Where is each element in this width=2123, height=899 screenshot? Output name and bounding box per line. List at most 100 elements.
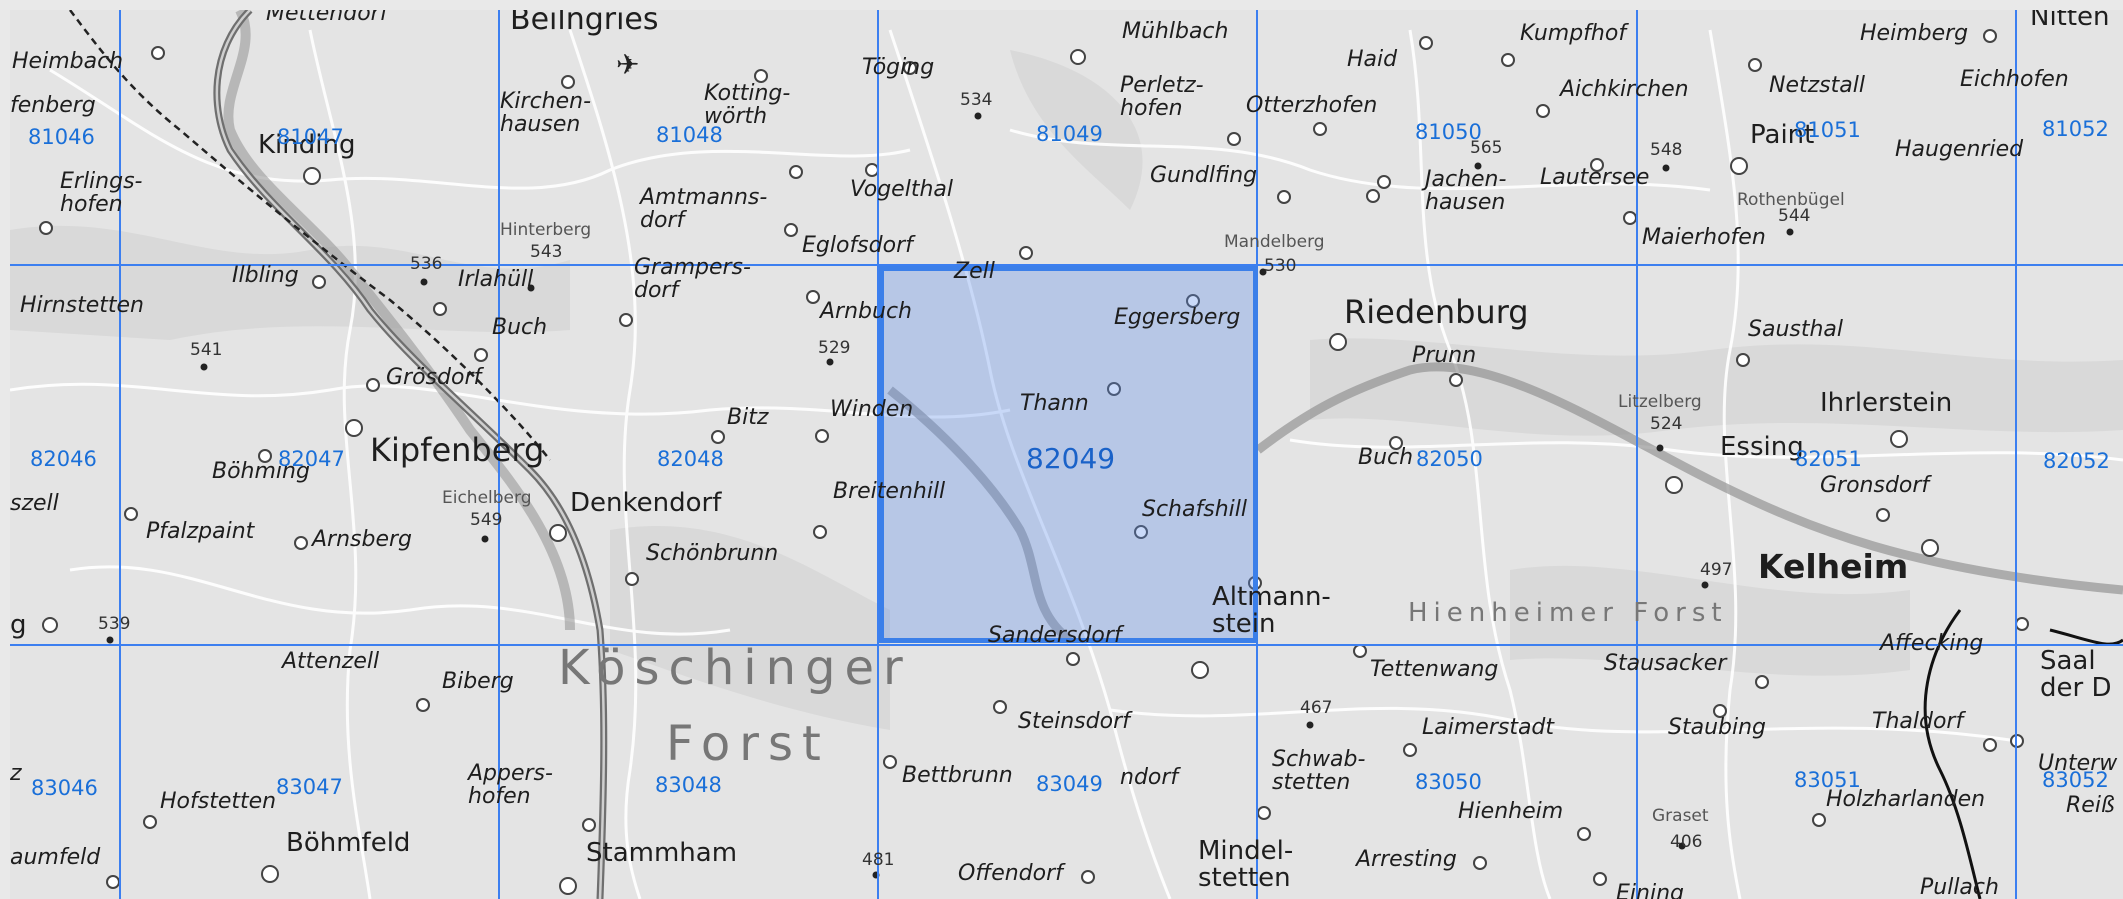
place-label: Nitten bbox=[2030, 10, 2110, 32]
elevation-label: 529 bbox=[818, 338, 851, 358]
river-main bbox=[887, 362, 2123, 644]
grid-cell-label[interactable]: 82047 bbox=[278, 447, 345, 471]
grid-cell-label[interactable]: 83049 bbox=[1036, 772, 1103, 796]
selected-grid-cell[interactable] bbox=[879, 266, 1258, 643]
grid-cell-label[interactable]: 83047 bbox=[276, 775, 343, 799]
grid-line bbox=[10, 264, 2123, 266]
elevation-label: 541 bbox=[190, 340, 223, 360]
place-label: Hirnstetten bbox=[20, 293, 144, 318]
place-label: Kinding bbox=[258, 130, 356, 160]
place-label: Prunn bbox=[1412, 343, 1477, 368]
place-label: Zell bbox=[954, 259, 995, 284]
place-label: Bettbrunn bbox=[902, 763, 1013, 788]
place-label: Offendorf bbox=[958, 861, 1063, 886]
place-label: Denkendorf bbox=[570, 488, 722, 518]
place-label: Mühlbach bbox=[1122, 19, 1229, 44]
forest-label: Forst bbox=[666, 716, 830, 772]
place-label: Beilngries bbox=[510, 10, 659, 37]
grid-line bbox=[119, 10, 121, 899]
elevation-label: 539 bbox=[98, 614, 131, 634]
field-label: Litzelberg bbox=[1618, 392, 1702, 412]
place-label: Paint bbox=[1750, 120, 1815, 150]
place-label: Stausacker bbox=[1604, 651, 1727, 676]
place-label: Schönbrunn bbox=[646, 541, 779, 566]
place-label: Haugenried bbox=[1895, 137, 2024, 162]
place-label: Arresting bbox=[1356, 847, 1457, 872]
place-label: Saal der D bbox=[2040, 646, 2112, 704]
grid-line bbox=[1636, 10, 1638, 899]
place-label: Eglofsdorf bbox=[802, 233, 913, 258]
airport-icon: ✈ bbox=[616, 48, 640, 81]
elevation-label: 530 bbox=[1264, 256, 1297, 276]
place-label: Thann bbox=[1020, 391, 1089, 416]
place-label: Bitz bbox=[727, 405, 769, 430]
field-label: Eichelberg bbox=[442, 488, 532, 508]
place-label: Kelheim bbox=[1758, 547, 1909, 586]
forest-label: Köschinger bbox=[558, 640, 912, 696]
place-label: Eining bbox=[1616, 881, 1684, 899]
place-label: Arnbuch bbox=[820, 299, 912, 324]
place-label: Gundlfing bbox=[1150, 163, 1258, 188]
place-label: Kumpfhof bbox=[1520, 21, 1627, 46]
grid-cell-label[interactable]: 83046 bbox=[31, 776, 98, 800]
place-label: Stammham bbox=[586, 838, 738, 868]
place-label: Sandersdorf bbox=[988, 623, 1122, 648]
grid-cell-label[interactable]: 83052 bbox=[2042, 768, 2109, 792]
grid-cell-label[interactable]: 82048 bbox=[657, 447, 724, 471]
place-label: Otterzhofen bbox=[1246, 93, 1378, 118]
grid-line bbox=[498, 10, 500, 899]
place-label: aumfeld bbox=[10, 845, 101, 870]
grid-cell-label[interactable]: 83051 bbox=[1794, 768, 1861, 792]
place-label: szell bbox=[10, 491, 59, 516]
map-viewport[interactable]: ✈ Mettendorf Beilngries Mühlbach Haid Ku… bbox=[10, 10, 2123, 899]
railway-kelheim bbox=[1923, 609, 1982, 899]
place-label: Kirchen- hausen bbox=[500, 89, 592, 138]
grid-cell-label[interactable]: 81047 bbox=[277, 125, 344, 149]
place-label: Amtmanns- dorf bbox=[640, 185, 768, 234]
place-label: Jachen- hausen bbox=[1425, 167, 1507, 216]
place-label: Essing bbox=[1720, 432, 1804, 462]
place-label: Steinsdorf bbox=[1018, 709, 1130, 734]
grid-cell-label[interactable]: 81050 bbox=[1415, 120, 1482, 144]
place-label: Aichkirchen bbox=[1560, 77, 1689, 102]
grid-cell-label[interactable]: 81051 bbox=[1794, 118, 1861, 142]
grid-cell-label[interactable]: 82050 bbox=[1416, 447, 1483, 471]
place-label: Sausthal bbox=[1748, 317, 1844, 342]
grid-cell-label[interactable]: 83050 bbox=[1415, 770, 1482, 794]
place-label: Altmann- stein bbox=[1212, 582, 1331, 640]
grid-line bbox=[2015, 10, 2017, 899]
grid-cell-label[interactable]: 81052 bbox=[2042, 117, 2109, 141]
place-label: Gronsdorf bbox=[1820, 473, 1930, 498]
grid-cell-label[interactable]: 81049 bbox=[1036, 122, 1103, 146]
river-altmuehl bbox=[223, 10, 575, 631]
grid-cell-label[interactable]: 82052 bbox=[2043, 449, 2110, 473]
grid-cell-label[interactable]: 82046 bbox=[30, 447, 97, 471]
grid-line bbox=[877, 10, 879, 899]
place-label: z bbox=[10, 761, 22, 786]
place-label: Hofstetten bbox=[160, 789, 277, 814]
place-label: Perletz- hofen bbox=[1120, 73, 1204, 122]
place-label: Mettendorf bbox=[266, 10, 388, 26]
grid-cell-label[interactable]: 83048 bbox=[655, 773, 722, 797]
railway bbox=[69, 10, 551, 461]
place-label: Reiß bbox=[2066, 793, 2115, 818]
grid-cell-label[interactable]: 81046 bbox=[28, 125, 95, 149]
place-label: ndorf bbox=[1120, 765, 1179, 790]
elevation-label: 549 bbox=[470, 510, 503, 530]
place-label: Pullach bbox=[1920, 875, 1999, 899]
place-label: Schafshill bbox=[1142, 497, 1247, 522]
place-label: Winden bbox=[830, 397, 914, 422]
grid-cell-label[interactable]: 82051 bbox=[1795, 447, 1862, 471]
minor-roads bbox=[10, 29, 2123, 899]
place-label: Appers- hofen bbox=[468, 761, 553, 810]
place-label: Riedenburg bbox=[1344, 293, 1529, 331]
place-label: Kipfenberg bbox=[370, 431, 545, 469]
place-label: Grampers- dorf bbox=[634, 255, 751, 304]
place-label: Eggersberg bbox=[1114, 305, 1241, 330]
place-label: Maierhofen bbox=[1642, 225, 1766, 250]
place-label: Graset bbox=[1652, 806, 1709, 826]
place-label: Böhming bbox=[212, 459, 310, 484]
grid-cell-label-selected[interactable]: 82049 bbox=[1026, 442, 1116, 475]
place-label: Rothenbügel bbox=[1737, 190, 1845, 210]
grid-cell-label[interactable]: 81048 bbox=[656, 123, 723, 147]
